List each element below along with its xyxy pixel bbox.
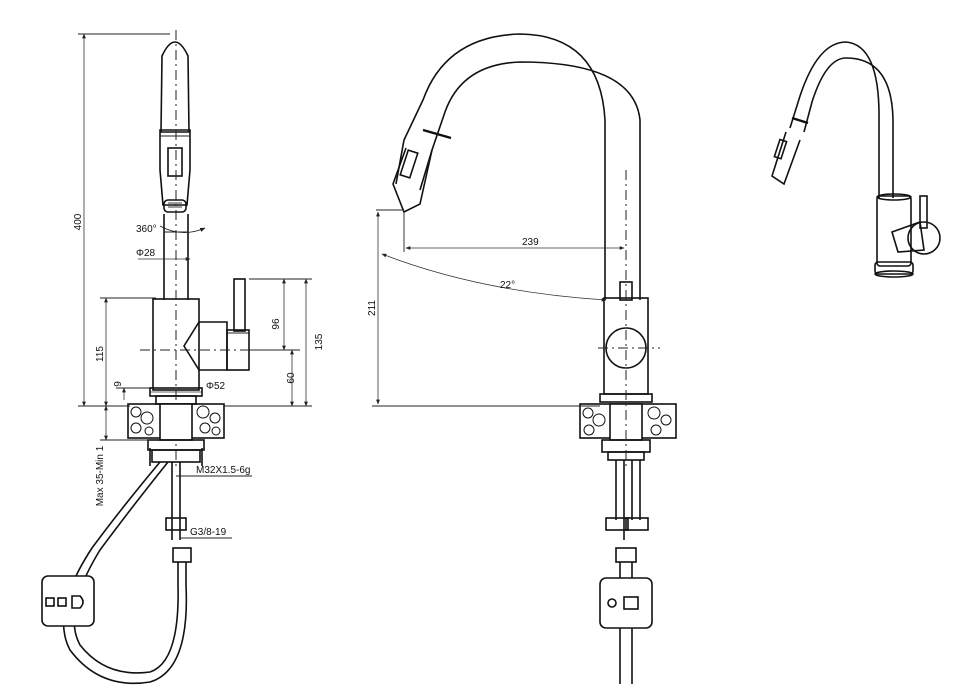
label-spout-reach: 239 xyxy=(522,237,539,248)
label-deck-thickness: Max 35-Min 1 xyxy=(95,445,106,506)
label-overall-height: 400 xyxy=(73,213,84,230)
deck-stone-pattern-front xyxy=(582,406,672,436)
front-view: 211 239 22° xyxy=(367,33,677,684)
side-view: 400 360° Φ28 115 9 Φ52 96 135 60 Max 35-… xyxy=(41,30,325,685)
deck-stone-pattern xyxy=(130,405,221,436)
label-spout-diameter: Φ28 xyxy=(136,248,156,259)
perspective-view xyxy=(771,41,941,278)
label-spout-height: 211 xyxy=(367,300,378,316)
label-rotation: 360° xyxy=(136,224,157,235)
label-handle-height: 96 xyxy=(271,318,282,330)
label-pull-angle: 22° xyxy=(500,280,515,291)
label-shank-thread: M32X1.5-6g xyxy=(196,465,250,476)
label-body-diameter: Φ52 xyxy=(206,381,226,392)
label-body-height: 115 xyxy=(95,346,106,362)
label-handle-total: 135 xyxy=(314,333,325,350)
label-lever-offset: 9 xyxy=(113,381,124,387)
label-handle-base: 60 xyxy=(286,372,297,384)
label-hose-thread: G3/8-19 xyxy=(190,527,227,538)
